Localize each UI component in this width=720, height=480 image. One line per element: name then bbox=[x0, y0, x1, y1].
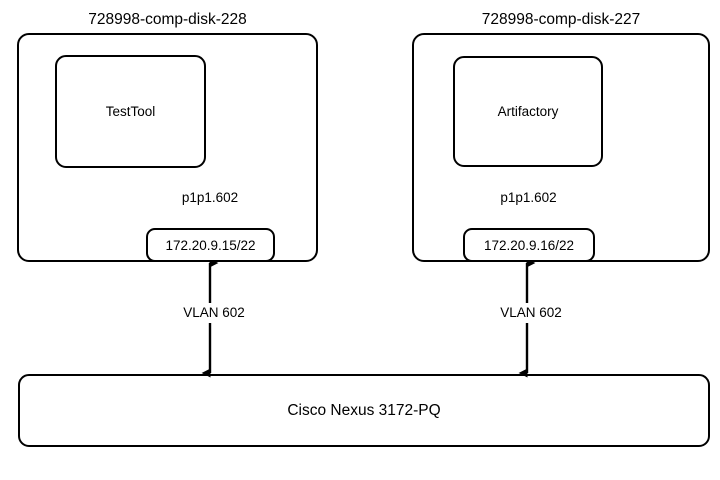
switch-label: Cisco Nexus 3172-PQ bbox=[287, 401, 441, 419]
nic-label-left: p1p1.602 bbox=[181, 190, 239, 205]
vlan-label-right: VLAN 602 bbox=[467, 303, 595, 323]
switch-box[interactable]: Cisco Nexus 3172-PQ bbox=[18, 374, 710, 447]
ip-address-left: 172.20.9.15/22 bbox=[165, 237, 256, 253]
ip-box-left[interactable]: 172.20.9.15/22 bbox=[146, 228, 275, 262]
vlan-label-left: VLAN 602 bbox=[150, 303, 278, 323]
ip-address-right: 172.20.9.16/22 bbox=[483, 237, 575, 253]
host-right-title: 728998-comp-disk-227 bbox=[481, 11, 641, 28]
app-label-artifactory: Artifactory bbox=[497, 104, 559, 119]
nic-label-right: p1p1.602 bbox=[500, 190, 557, 205]
app-label-testtool: TestTool bbox=[105, 104, 156, 119]
ip-box-right[interactable]: 172.20.9.16/22 bbox=[463, 228, 595, 262]
app-box-testtool[interactable]: TestTool bbox=[55, 55, 206, 168]
app-box-artifactory[interactable]: Artifactory bbox=[453, 56, 603, 167]
host-left-title: 728998-comp-disk-228 bbox=[88, 11, 247, 28]
